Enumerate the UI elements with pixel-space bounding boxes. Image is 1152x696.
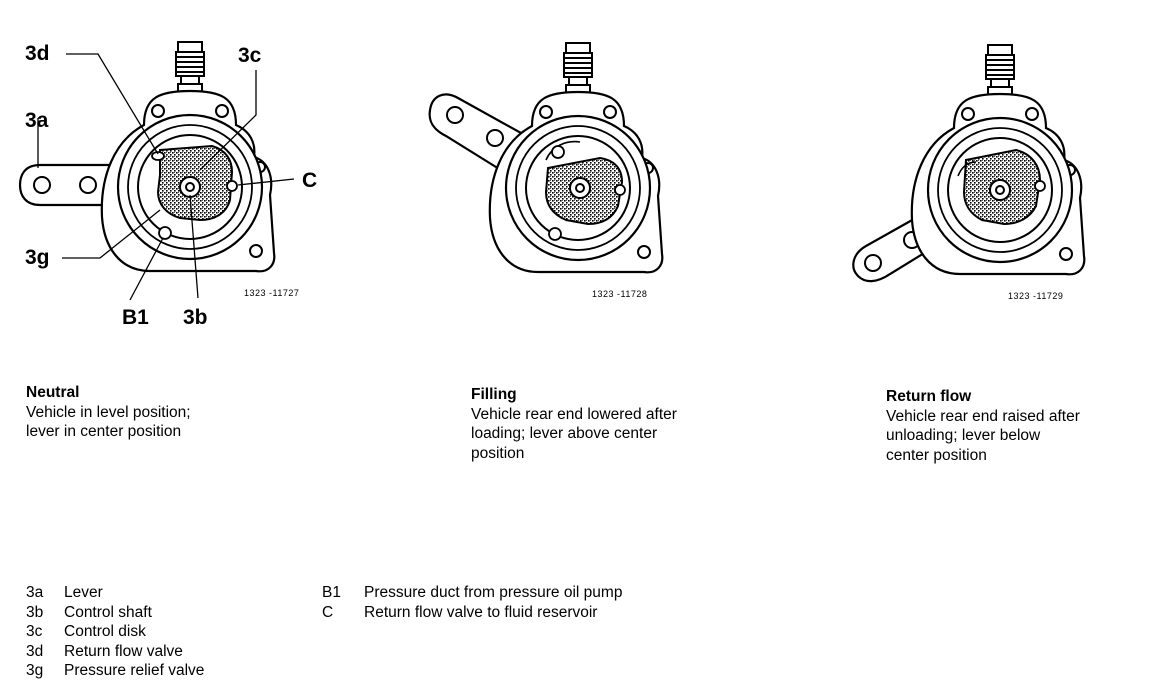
legend-code: 3b <box>26 603 44 621</box>
callout-pressure-relief-valve: 3g <box>25 246 50 269</box>
legend-text: Return flow valve to fluid reservoir <box>364 603 598 621</box>
legend-code: 3a <box>26 584 44 601</box>
legend-right: B1 Pressure duct from pressure oil pump C… <box>322 583 622 622</box>
valve-diagram-filling <box>428 41 664 274</box>
legend-item: C Return flow valve to fluid reservoir <box>322 603 622 623</box>
valve-diagram-neutral <box>18 40 295 301</box>
legend-left: 3a Lever 3b Control shaft 3c Control disk 3… <box>26 583 204 681</box>
legend-code: 3g <box>26 662 44 679</box>
caption-line: Vehicle rear end lowered after <box>471 405 677 423</box>
legend-code: 3c <box>26 623 43 640</box>
caption-neutral: Neutral Vehicle in level position; lever… <box>26 383 191 442</box>
caption-line: Vehicle in level position; <box>26 403 191 421</box>
legend-text: Pressure relief valve <box>64 662 205 679</box>
callout-lever: 3a <box>25 109 49 132</box>
legend-text: Control shaft <box>64 603 152 621</box>
valve-diagram-return-flow <box>852 43 1086 283</box>
legend-item: 3b Control shaft <box>26 603 204 623</box>
caption-line: loading; lever above center <box>471 425 658 442</box>
legend-code: B1 <box>322 584 341 601</box>
callout-control-disk: 3c <box>238 44 262 67</box>
caption-line: position <box>471 444 525 462</box>
caption-line: Vehicle rear end raised after <box>886 407 1080 425</box>
legend-code: 3d <box>26 642 44 660</box>
legend-code: C <box>322 603 334 621</box>
callout-return-flow-valve: 3d <box>25 42 50 65</box>
legend-item: B1 Pressure duct from pressure oil pump <box>322 583 622 603</box>
figure-number-neutral: 1323 -11727 <box>244 288 300 298</box>
caption-title: Neutral <box>26 384 80 401</box>
callout-return-valve-reservoir: C <box>302 169 318 192</box>
legend-item: 3c Control disk <box>26 622 204 642</box>
legend-item: 3d Return flow valve <box>26 642 204 662</box>
caption-title: Filling <box>471 386 517 403</box>
figure-number-return-flow: 1323 -11729 <box>1008 291 1064 301</box>
figure-number-filling: 1323 -11728 <box>592 289 648 299</box>
legend-text: Control disk <box>64 623 146 640</box>
callout-control-shaft: 3b <box>183 306 208 329</box>
caption-line: unloading; lever below <box>886 427 1041 444</box>
legend-text: Return flow valve <box>64 642 183 660</box>
caption-title: Return flow <box>886 388 972 405</box>
caption-line: lever in center position <box>26 423 182 440</box>
legend-item: 3g Pressure relief valve <box>26 661 204 681</box>
legend-text: Pressure duct from pressure oil pump <box>364 584 623 601</box>
legend-text: Lever <box>64 584 103 601</box>
caption-return-flow: Return flow Vehicle rear end raised afte… <box>886 387 1080 465</box>
callout-pressure-duct: B1 <box>122 306 149 329</box>
legend-item: 3a Lever <box>26 583 204 603</box>
caption-filling: Filling Vehicle rear end lowered after l… <box>471 385 677 463</box>
caption-line: center position <box>886 446 987 464</box>
